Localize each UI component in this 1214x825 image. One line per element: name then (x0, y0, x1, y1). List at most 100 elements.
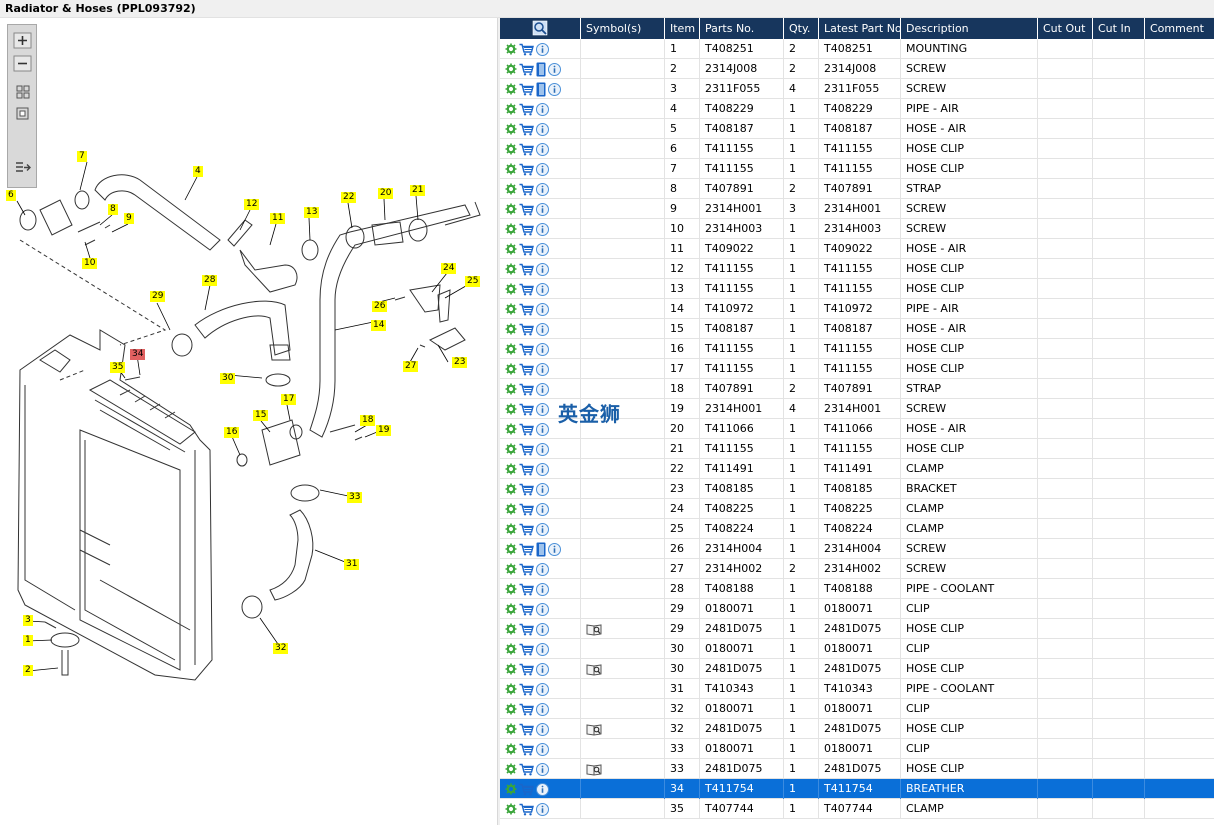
info-icon[interactable] (536, 122, 549, 136)
cart-icon[interactable] (519, 363, 534, 376)
info-icon[interactable] (536, 702, 549, 716)
callout-26[interactable]: 26 (372, 301, 388, 312)
info-icon[interactable] (536, 202, 549, 216)
info-icon[interactable] (536, 582, 549, 596)
cart-icon[interactable] (519, 483, 534, 496)
cart-icon[interactable] (519, 663, 534, 676)
toggle-list-button[interactable] (13, 159, 32, 176)
cart-icon[interactable] (519, 243, 534, 256)
gear-icon[interactable] (505, 183, 517, 195)
cart-icon[interactable] (519, 263, 534, 276)
info-icon[interactable] (536, 322, 549, 336)
gear-icon[interactable] (505, 163, 517, 175)
cart-icon[interactable] (519, 503, 534, 516)
gear-icon[interactable] (505, 263, 517, 275)
gear-icon[interactable] (505, 43, 517, 55)
cart-icon[interactable] (519, 643, 534, 656)
gear-icon[interactable] (505, 443, 517, 455)
cart-icon[interactable] (519, 143, 534, 156)
cart-icon[interactable] (519, 203, 534, 216)
gear-icon[interactable] (505, 583, 517, 595)
book-magnifier-icon[interactable] (586, 663, 602, 676)
info-icon[interactable] (536, 602, 549, 616)
column-header-comment[interactable]: Comment (1150, 22, 1204, 35)
callout-23[interactable]: 23 (452, 357, 468, 368)
document-icon[interactable] (536, 82, 546, 97)
callout-16[interactable]: 16 (224, 427, 240, 438)
cell-symbols[interactable] (581, 659, 665, 679)
info-icon[interactable] (536, 562, 549, 576)
info-icon[interactable] (536, 442, 549, 456)
book-magnifier-icon[interactable] (586, 763, 602, 776)
cart-icon[interactable] (519, 523, 534, 536)
info-icon[interactable] (548, 62, 561, 76)
info-icon[interactable] (536, 222, 549, 236)
info-icon[interactable] (536, 462, 549, 476)
info-icon[interactable] (536, 682, 549, 696)
callout-20[interactable]: 20 (378, 188, 394, 199)
cart-icon[interactable] (519, 183, 534, 196)
callout-15[interactable]: 15 (253, 410, 269, 421)
info-icon[interactable] (536, 742, 549, 756)
info-icon[interactable] (536, 102, 549, 116)
callout-6[interactable]: 6 (6, 190, 16, 201)
callout-24[interactable]: 24 (441, 263, 457, 274)
info-icon[interactable] (536, 522, 549, 536)
gear-icon[interactable] (505, 123, 517, 135)
cart-icon[interactable] (519, 783, 534, 796)
cart-icon[interactable] (519, 83, 534, 96)
cart-icon[interactable] (519, 683, 534, 696)
cart-icon[interactable] (519, 703, 534, 716)
gear-icon[interactable] (505, 283, 517, 295)
callout-21[interactable]: 21 (410, 185, 426, 196)
cart-icon[interactable] (519, 223, 534, 236)
gear-icon[interactable] (505, 543, 517, 555)
info-icon[interactable] (536, 42, 549, 56)
callout-32[interactable]: 32 (273, 643, 289, 654)
callout-1[interactable]: 1 (23, 635, 33, 646)
callout-2[interactable]: 2 (23, 665, 33, 676)
cart-icon[interactable] (519, 383, 534, 396)
cart-icon[interactable] (519, 583, 534, 596)
zoom-in-button[interactable] (13, 32, 32, 49)
info-icon[interactable] (536, 722, 549, 736)
callout-9[interactable]: 9 (124, 213, 134, 224)
column-header-item[interactable]: Item (665, 18, 700, 39)
gear-icon[interactable] (505, 783, 517, 795)
column-header-qty[interactable]: Qty. (784, 18, 819, 39)
callout-17[interactable]: 17 (281, 394, 297, 405)
cart-icon[interactable] (519, 343, 534, 356)
info-icon[interactable] (536, 762, 549, 776)
callout-31[interactable]: 31 (344, 559, 360, 570)
gear-icon[interactable] (505, 63, 517, 75)
cart-icon[interactable] (519, 303, 534, 316)
callout-13[interactable]: 13 (304, 207, 320, 218)
column-header-search[interactable] (500, 18, 581, 39)
cell-symbols[interactable] (581, 719, 665, 739)
gear-icon[interactable] (505, 523, 517, 535)
cart-icon[interactable] (519, 283, 534, 296)
callout-19[interactable]: 19 (376, 425, 392, 436)
column-header-latest-part-no[interactable]: Latest Part No. (819, 18, 901, 39)
gear-icon[interactable] (505, 563, 517, 575)
